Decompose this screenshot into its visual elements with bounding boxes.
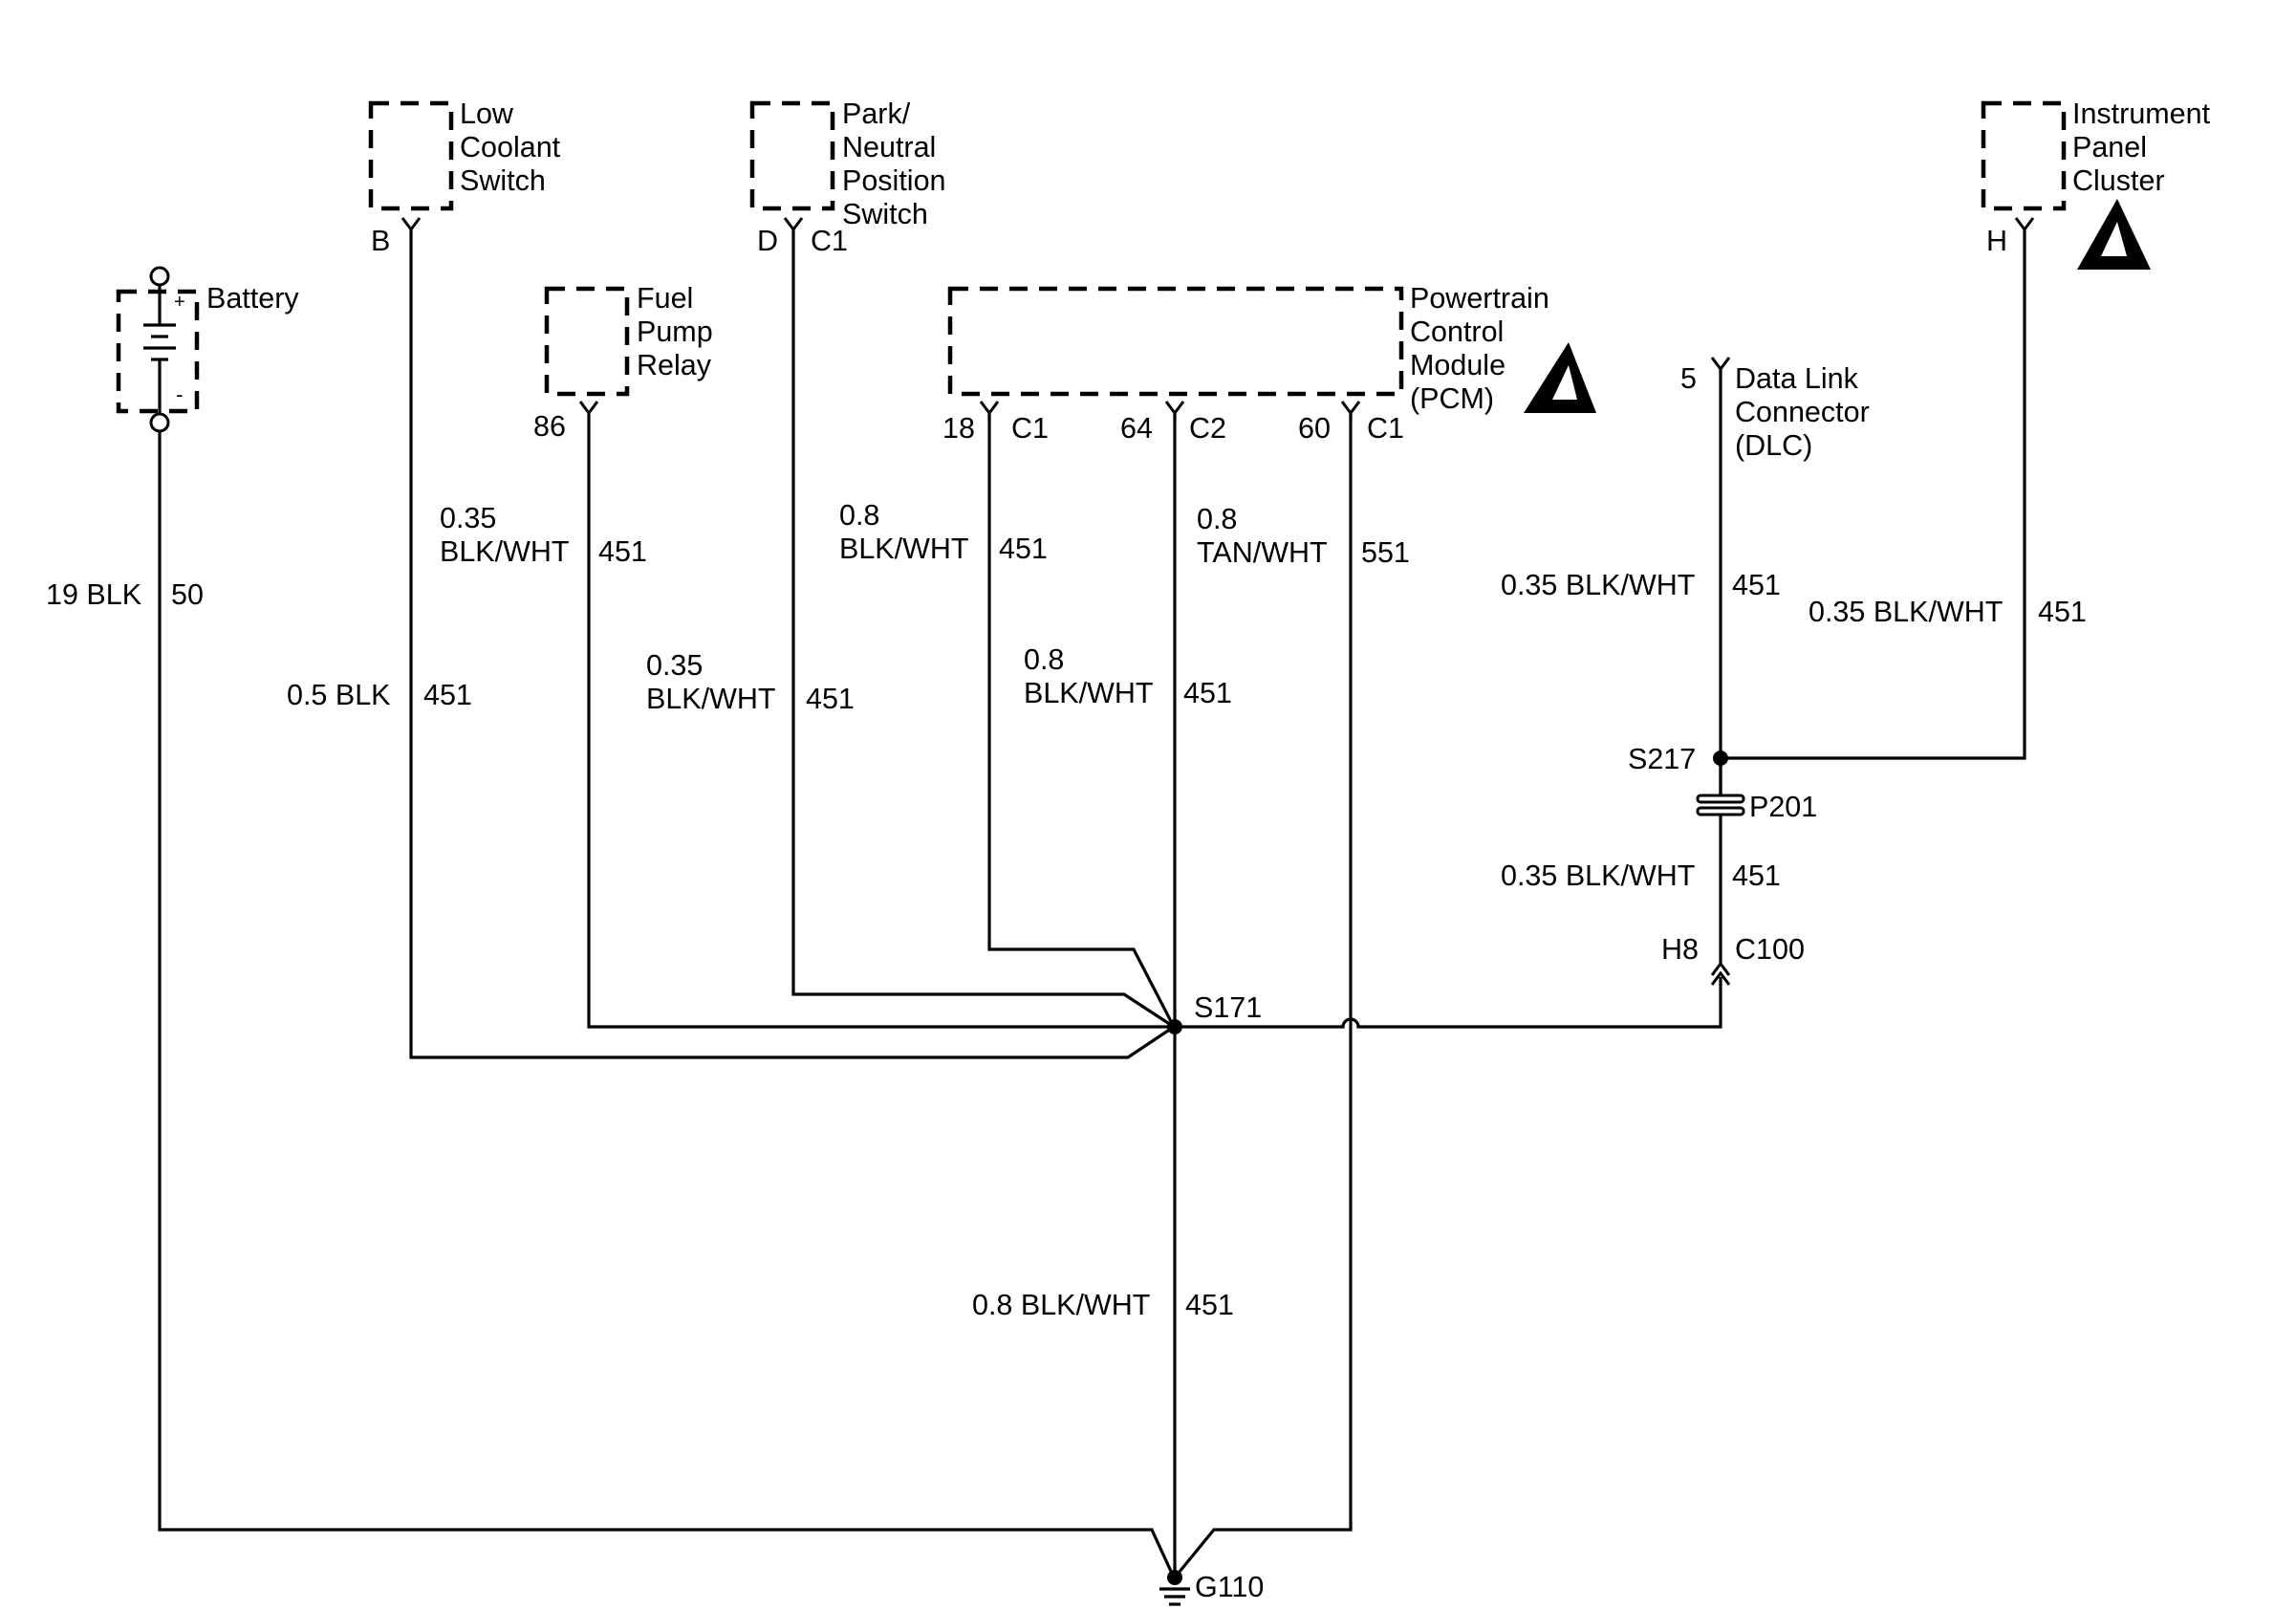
splice-s217: S217: [1628, 743, 1728, 775]
park-neutral-position-switch: Park/ Neutral Position Switch D C1: [749, 98, 946, 257]
wire-c100-size: 0.35 BLK/WHT: [1501, 859, 1695, 892]
park-neutral-connector: C1: [811, 225, 848, 257]
wire-fuel-pump-circuit: 451: [806, 683, 855, 715]
pcm-pin-60: 60: [1298, 412, 1331, 445]
wire-fuel-pump-relay: 0.35 BLK/WHT 451: [587, 413, 1174, 1029]
low-coolant-switch: Low Coolant Switch B: [368, 98, 561, 257]
connector-c100: H8 C100: [1661, 933, 1805, 986]
wire-park-neutral-color: BLK/WHT: [839, 533, 969, 565]
wire-coolant-top-size: 0.35: [440, 502, 496, 534]
wire-battery-size: 19 BLK: [46, 578, 141, 611]
dlc-label-3: (DLC): [1735, 429, 1812, 462]
connector-c100-label: C100: [1735, 933, 1805, 966]
pcm-pin-18: 18: [942, 412, 975, 445]
low-coolant-pin: B: [371, 225, 390, 257]
pcm-pin-60-connector: C1: [1367, 412, 1404, 445]
battery-plus-label: +: [174, 292, 185, 313]
splice-s171-label: S171: [1194, 991, 1262, 1024]
wire-fuel-pump-color: BLK/WHT: [646, 683, 776, 715]
wire-ground-circuit: 451: [1185, 1289, 1234, 1321]
pcm-label-3: Module: [1410, 349, 1505, 381]
p201-label: P201: [1749, 791, 1817, 823]
ipc-label-1: Instrument: [2072, 98, 2211, 130]
wire-pcm-60-circuit: 551: [1361, 536, 1410, 569]
wire-ipc-size: 0.35 BLK/WHT: [1809, 596, 2003, 628]
wire-low-coolant: 0.35 BLK/WHT 451 0.5 BLK 451: [287, 229, 1175, 1059]
battery-label: Battery: [206, 282, 299, 315]
esd-warning-icon: [2077, 199, 2151, 270]
park-neutral-label-1: Park/: [842, 98, 911, 130]
wire-c100-to-s217: 0.35 BLK/WHT 451: [1501, 813, 1781, 966]
wire-battery-ground: 19 BLK 50: [46, 431, 1176, 1578]
park-neutral-label-4: Switch: [842, 198, 928, 230]
powertrain-control-module: Powertrain Control Module (PCM) 18 C1 64…: [942, 282, 1596, 445]
splice-s217-label: S217: [1628, 743, 1696, 775]
low-coolant-label-2: Coolant: [460, 131, 561, 163]
fuel-pump-label-3: Relay: [637, 349, 712, 381]
wire-dlc: 0.35 BLK/WHT 451: [1501, 369, 1781, 801]
low-coolant-label-3: Switch: [460, 164, 546, 197]
fuel-pump-relay: Fuel Pump Relay 86: [533, 282, 713, 443]
ipc-label-2: Panel: [2072, 131, 2147, 163]
fuel-pump-pin: 86: [533, 410, 566, 443]
pcm-pin-18-connector: C1: [1011, 412, 1049, 445]
wire-pcm-60-color: TAN/WHT: [1197, 536, 1328, 569]
pass-through-p201: P201: [1696, 758, 1817, 823]
battery-minus-label: -: [176, 382, 183, 406]
wire-park-neutral-size: 0.8: [839, 499, 879, 532]
wire-pcm-18: 0.8 BLK/WHT 451: [987, 413, 1232, 1028]
splice-s171: S171: [1167, 991, 1262, 1034]
wire-pcm-64-to-ground: 0.8 BLK/WHT 451: [972, 413, 1234, 1577]
wire-pcm-18-size: 0.8: [1024, 643, 1064, 676]
wire-ipc: 0.35 BLK/WHT 451: [1721, 229, 2087, 760]
wire-dlc-circuit: 451: [1732, 569, 1781, 601]
pcm-pin-64-connector: C2: [1189, 412, 1226, 445]
wire-pcm-18-color: BLK/WHT: [1024, 677, 1154, 709]
pcm-label-4: (PCM): [1410, 382, 1494, 415]
ground-g110-label: G110: [1195, 1571, 1264, 1603]
dlc-pin: 5: [1680, 362, 1697, 395]
ground-g110: G110: [1159, 1570, 1264, 1606]
fuel-pump-label-1: Fuel: [637, 282, 693, 315]
wire-park-neutral-circuit: 451: [999, 533, 1048, 565]
wire-coolant-top-circuit: 451: [598, 535, 647, 568]
battery: + - Battery: [116, 266, 299, 433]
dlc-label-1: Data Link: [1735, 362, 1859, 395]
pcm-label-1: Powertrain: [1410, 282, 1549, 315]
pcm-pin-64: 64: [1120, 412, 1153, 445]
dlc-label-2: Connector: [1735, 396, 1870, 428]
wire-ipc-circuit: 451: [2038, 596, 2087, 628]
data-link-connector: 5 Data Link Connector (DLC): [1680, 357, 1870, 462]
wire-dlc-size: 0.35 BLK/WHT: [1501, 569, 1695, 601]
wire-pcm-18-circuit: 451: [1183, 677, 1232, 709]
park-neutral-pin: D: [757, 225, 778, 257]
esd-warning-icon: [1524, 342, 1596, 413]
ipc-pin: H: [1986, 225, 2007, 257]
wire-c100-circuit: 451: [1732, 859, 1781, 892]
instrument-panel-cluster: Instrument Panel Cluster H: [1981, 98, 2211, 270]
park-neutral-label-3: Position: [842, 164, 946, 197]
wire-coolant-bottom-size: 0.5 BLK: [287, 679, 391, 711]
wire-coolant-bottom-circuit: 451: [423, 679, 472, 711]
pcm-label-2: Control: [1410, 315, 1504, 348]
wire-battery-circuit: 50: [171, 578, 204, 611]
wire-s171-to-c100: [1175, 977, 1722, 1029]
wire-ground-size: 0.8 BLK/WHT: [972, 1289, 1150, 1321]
connector-h8-label: H8: [1661, 933, 1699, 966]
wire-fuel-pump-size: 0.35: [646, 649, 703, 682]
wire-coolant-top-color: BLK/WHT: [440, 535, 570, 568]
wire-park-neutral: 0.8 BLK/WHT 451: [791, 229, 1175, 1029]
wire-pcm-60: 0.8 TAN/WHT 551: [1173, 413, 1410, 1579]
park-neutral-label-2: Neutral: [842, 131, 936, 163]
fuel-pump-label-2: Pump: [637, 315, 713, 348]
ipc-label-3: Cluster: [2072, 164, 2165, 197]
low-coolant-label-1: Low: [460, 98, 514, 130]
wire-pcm-60-size: 0.8: [1197, 503, 1237, 535]
